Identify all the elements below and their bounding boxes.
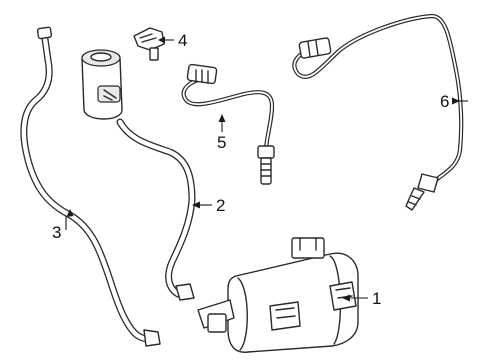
part-6-oxygen-sensor	[292, 13, 464, 211]
callout-3: 3	[52, 209, 74, 242]
part-4-sensor	[133, 27, 165, 61]
callout-3-label: 3	[52, 223, 61, 242]
callout-4-label: 4	[178, 31, 187, 50]
callout-5: 5	[217, 114, 226, 152]
callout-2: 2	[192, 196, 225, 215]
callout-6-label: 6	[440, 92, 449, 111]
callout-1: 1	[342, 289, 381, 308]
callout-6: 6	[440, 92, 468, 111]
callout-4: 4	[158, 31, 187, 50]
part-5-oxygen-sensor	[181, 63, 275, 185]
part-2-purge-valve	[81, 49, 196, 301]
callout-1-label: 1	[372, 289, 381, 308]
callout-2-label: 2	[216, 196, 225, 215]
part-1-charcoal-canister	[197, 237, 359, 353]
callout-5-label: 5	[217, 133, 226, 152]
